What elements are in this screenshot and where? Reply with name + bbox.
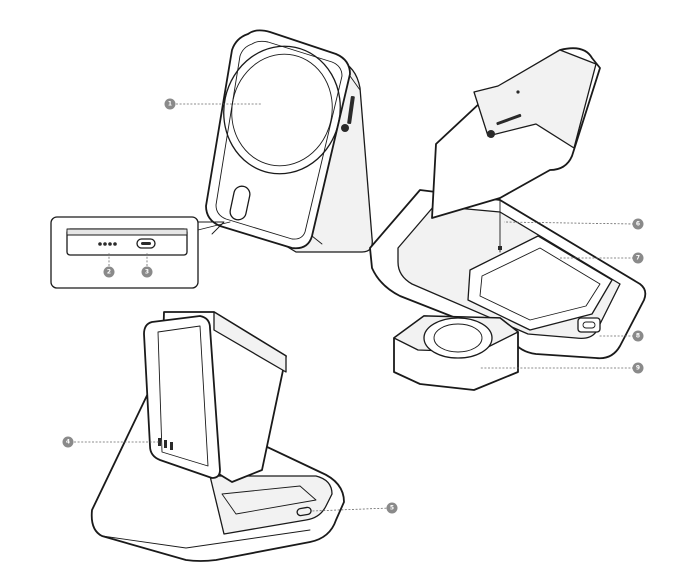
callout-2-label: 2 (107, 269, 111, 276)
callout-3-label: 3 (145, 269, 149, 276)
power-bank (205, 29, 373, 253)
port-detail-inset (50, 216, 231, 289)
callout-8-label: 8 (636, 333, 640, 340)
callout-7-label: 7 (636, 255, 640, 262)
charging-stand-front (90, 311, 345, 562)
callout-6: 6 (632, 218, 644, 230)
callout-1-label: 1 (168, 101, 172, 108)
charging-stand-angled (369, 47, 647, 391)
callout-9: 9 (632, 362, 644, 374)
callout-1: 1 (164, 98, 176, 110)
callout-3: 3 (141, 266, 153, 278)
callout-4-label: 4 (66, 439, 70, 446)
callout-5: 5 (386, 502, 398, 514)
callout-6-label: 6 (636, 221, 640, 228)
callout-9-label: 9 (636, 365, 640, 372)
callout-2: 2 (103, 266, 115, 278)
callout-5-label: 5 (390, 505, 394, 512)
leader-lines (74, 103, 635, 512)
callout-8: 8 (632, 330, 644, 342)
callout-7: 7 (632, 252, 644, 264)
callout-4: 4 (62, 436, 74, 448)
